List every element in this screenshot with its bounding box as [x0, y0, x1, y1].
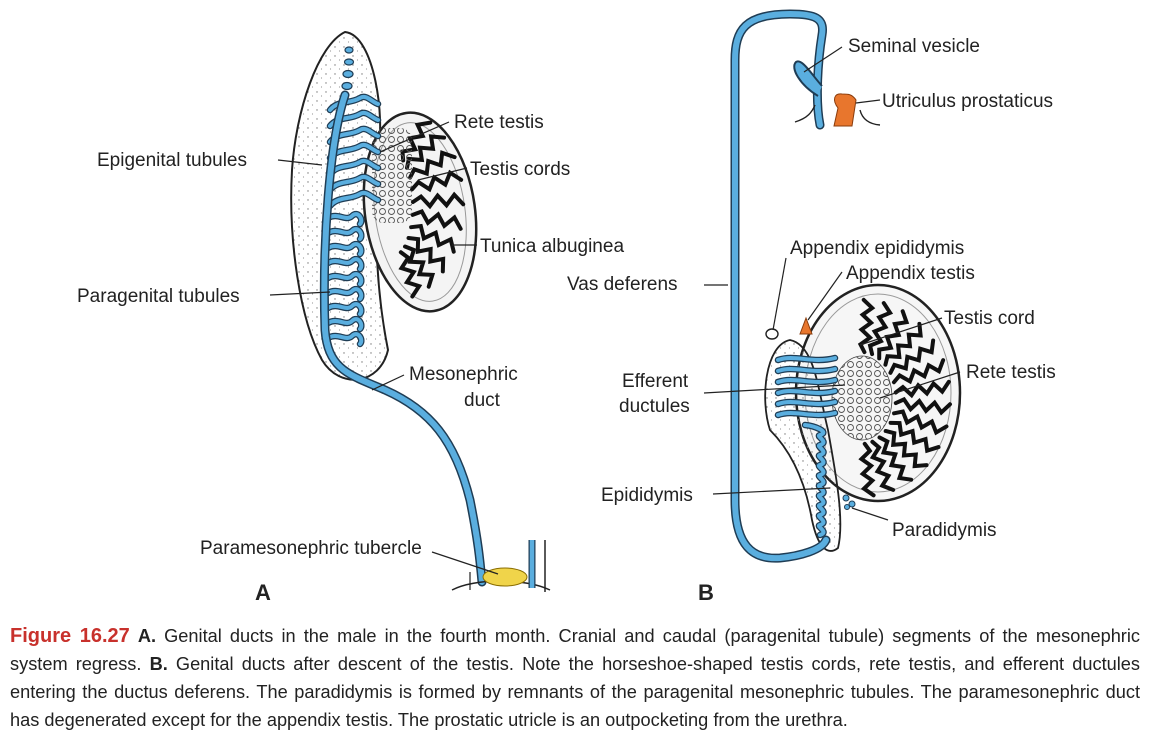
epigenital-tubule-fill — [328, 158, 380, 176]
label-efferent-ductules-1: Efferent — [622, 371, 689, 392]
label-epigenital-tubules: Epigenital tubules — [97, 150, 247, 171]
label-rete-testis-a: Rete testis — [454, 112, 544, 133]
testis-cord — [408, 150, 457, 180]
efferent-ductule-fill — [776, 378, 837, 384]
epididymis-coil — [801, 421, 827, 539]
utriculus-prostaticus-shape — [833, 93, 857, 127]
caption-part-a-label: A. — [137, 626, 157, 646]
paragenital-tubule-fill — [326, 302, 364, 316]
testis-cord — [888, 420, 941, 454]
testis-cord — [410, 191, 466, 210]
label-epididymis: Epididymis — [601, 485, 693, 506]
figure-illustration: Rete testis Epigenital tubules Testis co… — [77, 9, 1056, 605]
seminal-vesicle-shape — [793, 60, 823, 97]
panel-a-diagram: Rete testis Epigenital tubules Testis co… — [77, 30, 624, 605]
epigenital-tubule-fill — [328, 174, 380, 192]
label-efferent-ductules-2: ductules — [619, 396, 690, 417]
paragenital-tubule-fill — [326, 272, 364, 286]
paragenital-tubule-fill — [326, 287, 364, 301]
testis-cord — [892, 409, 949, 436]
paragenital-tubule-fill — [326, 212, 364, 226]
efferent-ductule-fill — [776, 411, 837, 417]
label-paramesonephric-tubercle: Paramesonephric tubercle — [200, 538, 422, 559]
label-utriculus-prostaticus: Utriculus prostaticus — [882, 91, 1053, 112]
caption-part-a-text: Genital ducts in the male in the fourth … — [10, 626, 1140, 674]
caption-figure-label: Figure 16.27 — [10, 625, 130, 647]
label-appendix-testis: Appendix testis — [846, 263, 975, 284]
rete-testis-a — [372, 128, 412, 223]
testis-cord — [406, 235, 446, 274]
panel-b-diagram: Seminal vesicle Utriculus prostaticus Ap… — [567, 9, 1056, 605]
testis-cords-b — [857, 297, 952, 498]
leader-lines-a — [269, 121, 499, 575]
efferent-ductules — [774, 354, 839, 419]
panel-letter-a: A — [255, 580, 271, 605]
appendix-epididymis-shape — [765, 328, 779, 340]
testis-cord — [888, 338, 936, 375]
label-rete-testis-b: Rete testis — [966, 362, 1056, 383]
label-seminal-vesicle: Seminal vesicle — [848, 36, 980, 57]
efferent-ductule-fill — [776, 389, 837, 395]
paragenital-tubule-fill — [326, 257, 364, 271]
caption-part-b-text: Genital ducts after descent of the testi… — [10, 654, 1140, 730]
label-appendix-epididymis: Appendix epididymis — [790, 238, 964, 259]
leader-lines-b — [703, 46, 961, 521]
label-tunica-albuginea: Tunica albuginea — [480, 236, 624, 257]
testis-cord — [877, 309, 910, 361]
paragenital-tubule-fill — [326, 242, 364, 256]
testis-cord — [883, 321, 923, 367]
paragenital-tubule-fill — [326, 227, 364, 241]
mesonephric-tubules-a — [324, 93, 382, 348]
testis-cord — [893, 379, 951, 399]
paragenital-tubule-fill — [326, 332, 364, 346]
testis-cords-a — [398, 120, 466, 299]
testis-cord — [893, 396, 952, 416]
label-paragenital-tubules: Paragenital tubules — [77, 286, 240, 307]
appendix-testis-shape — [799, 316, 813, 335]
testis-cord — [858, 441, 876, 498]
testis-cord — [857, 297, 876, 355]
testis-cord — [403, 244, 436, 289]
rete-testis-b — [831, 355, 893, 441]
efferent-ductule-fill — [776, 400, 837, 406]
panel-letter-b: B — [698, 580, 714, 605]
figure-caption: Figure 16.27 A. Genital ducts in the mal… — [10, 622, 1140, 734]
paradidymis-vesicles — [842, 494, 856, 510]
testis-cord — [883, 428, 929, 469]
caption-part-b-label: B. — [149, 654, 168, 674]
testis-cord — [409, 223, 456, 254]
epididymis-duct-fill — [803, 423, 826, 537]
label-vas-deferens: Vas deferens — [567, 274, 678, 295]
label-paradidymis: Paradidymis — [892, 520, 997, 541]
testis-cord — [891, 358, 946, 385]
testis-cord — [877, 435, 914, 482]
cranial-vesicles — [341, 46, 355, 91]
testis-cord — [867, 301, 894, 357]
epigenital-tubule-fill — [328, 142, 380, 160]
efferent-ductule-fill — [776, 356, 837, 362]
testis-cord — [410, 209, 463, 231]
label-testis-cords: Testis cords — [470, 159, 570, 180]
label-testis-cord: Testis cord — [944, 308, 1035, 329]
label-mesonephric-duct-1: Mesonephric — [409, 364, 518, 385]
paragenital-tubule-fill — [326, 317, 364, 331]
label-mesonephric-duct-2: duct — [464, 390, 501, 411]
epigenital-tubule-fill — [328, 190, 380, 208]
testis-cord — [869, 439, 896, 492]
efferent-ductule-fill — [776, 367, 837, 373]
testis-cord — [398, 250, 423, 299]
